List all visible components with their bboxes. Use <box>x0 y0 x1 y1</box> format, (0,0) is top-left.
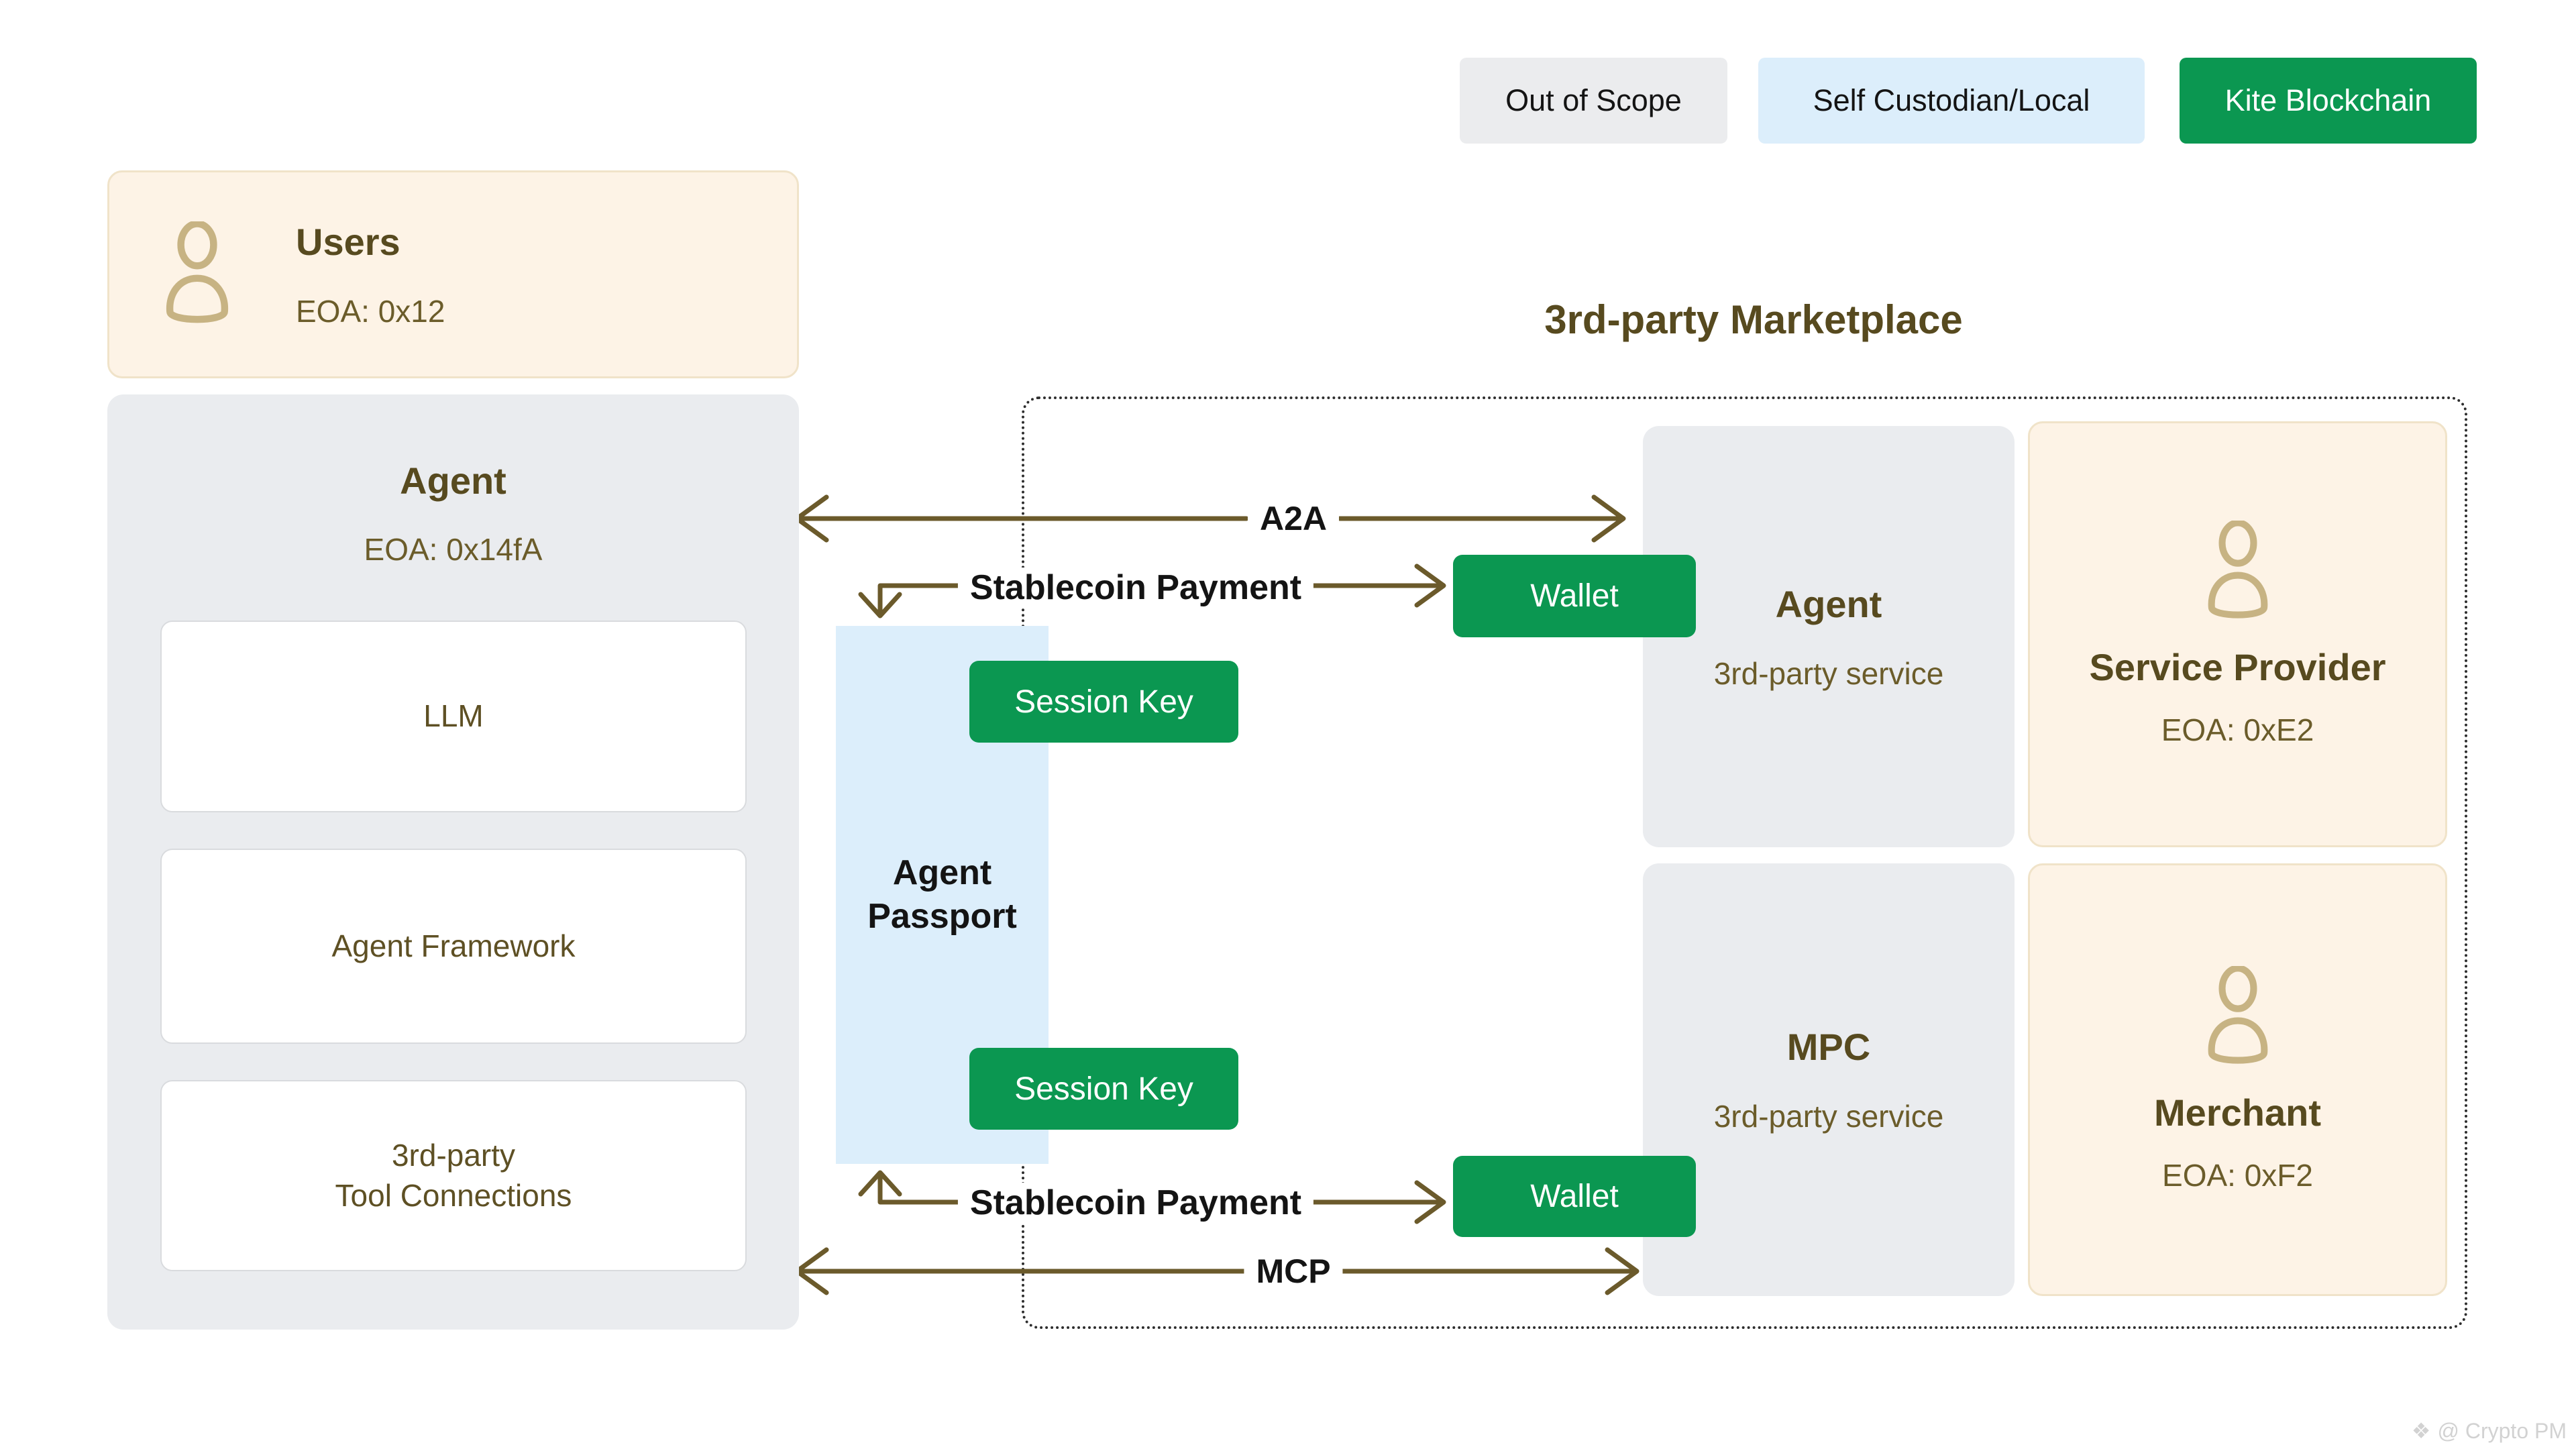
users-eoa: EOA: 0x12 <box>296 293 445 329</box>
legend-out-of-scope-label: Out of Scope <box>1505 83 1682 117</box>
wallet-top-label: Wallet <box>1530 578 1619 614</box>
marketplace-agent-box: Agent 3rd-party service <box>1643 426 2015 847</box>
a2a-label: A2A <box>1247 499 1340 538</box>
mpc-title: MPC <box>1786 1026 1871 1068</box>
session-key-top-label: Session Key <box>1014 684 1193 720</box>
watermark-logo-icon: ❖ <box>2411 1419 2431 1443</box>
wallet-bottom-label: Wallet <box>1530 1179 1619 1214</box>
tool-connections-box: 3rd-party Tool Connections <box>160 1080 747 1271</box>
mpc-box: MPC 3rd-party service <box>1643 863 2015 1296</box>
service-provider-person-icon <box>2208 521 2267 619</box>
wallet-top-button: Wallet <box>1453 555 1696 637</box>
merchant-title: Merchant <box>2154 1091 2321 1134</box>
users-title: Users <box>296 220 400 263</box>
session-key-top-button: Session Key <box>969 661 1238 743</box>
tool-connections-label: 3rd-party Tool Connections <box>335 1137 572 1213</box>
marketplace-agent-title: Agent <box>1775 582 1882 625</box>
agent-framework-box: Agent Framework <box>160 849 747 1044</box>
session-key-bottom-button: Session Key <box>969 1048 1238 1130</box>
user-person-icon <box>166 221 229 323</box>
watermark: ❖ @ Crypto PM <box>2412 1418 2567 1444</box>
merchant-person-icon <box>2208 966 2267 1064</box>
stablecoin-bottom-arrowhead-up <box>858 1170 902 1197</box>
session-key-bottom-label: Session Key <box>1014 1071 1193 1107</box>
agent-title: Agent <box>400 460 506 502</box>
llm-box: LLM <box>160 621 747 812</box>
mpc-subtitle: 3rd-party service <box>1713 1099 1944 1134</box>
stablecoin-top-arrowhead-down <box>858 592 902 619</box>
llm-label: LLM <box>423 698 484 734</box>
legend-self-custodian-label: Self Custodian/Local <box>1813 83 2090 117</box>
stablecoin-bottom-elbow <box>877 1174 972 1205</box>
agent-passport-label: Agent Passport <box>867 853 1017 936</box>
wallet-bottom-button: Wallet <box>1453 1156 1696 1237</box>
legend-kite-blockchain: Kite Blockchain <box>2180 58 2477 144</box>
legend-out-of-scope: Out of Scope <box>1460 58 1727 144</box>
users-box: Users EOA: 0x12 <box>107 170 799 378</box>
service-provider-eoa: EOA: 0xE2 <box>2161 712 2314 747</box>
stablecoin-top-elbow <box>877 583 972 614</box>
watermark-text: @ Crypto PM <box>2437 1418 2567 1443</box>
a2a-arrowhead-left <box>794 494 829 543</box>
merchant-box: Merchant EOA: 0xF2 <box>2028 863 2447 1296</box>
merchant-eoa: EOA: 0xF2 <box>2162 1158 2313 1193</box>
legend-self-custodian: Self Custodian/Local <box>1758 58 2145 144</box>
marketplace-title: 3rd-party Marketplace <box>1544 297 1963 342</box>
agent-box: Agent EOA: 0x14fA LLM Agent Framework 3r… <box>107 394 799 1330</box>
mcp-arrowhead-left <box>794 1247 829 1295</box>
stablecoin-bottom-label: Stablecoin Payment <box>957 1183 1314 1223</box>
legend-kite-blockchain-label: Kite Blockchain <box>2224 83 2432 117</box>
service-provider-title: Service Provider <box>2089 646 2386 688</box>
service-provider-box: Service Provider EOA: 0xE2 <box>2028 421 2447 847</box>
stablecoin-top-label: Stablecoin Payment <box>957 568 1314 608</box>
agent-framework-label: Agent Framework <box>331 928 576 963</box>
mcp-label: MCP <box>1244 1252 1343 1291</box>
marketplace-agent-subtitle: 3rd-party service <box>1713 655 1944 691</box>
agent-eoa: EOA: 0x14fA <box>364 532 543 567</box>
